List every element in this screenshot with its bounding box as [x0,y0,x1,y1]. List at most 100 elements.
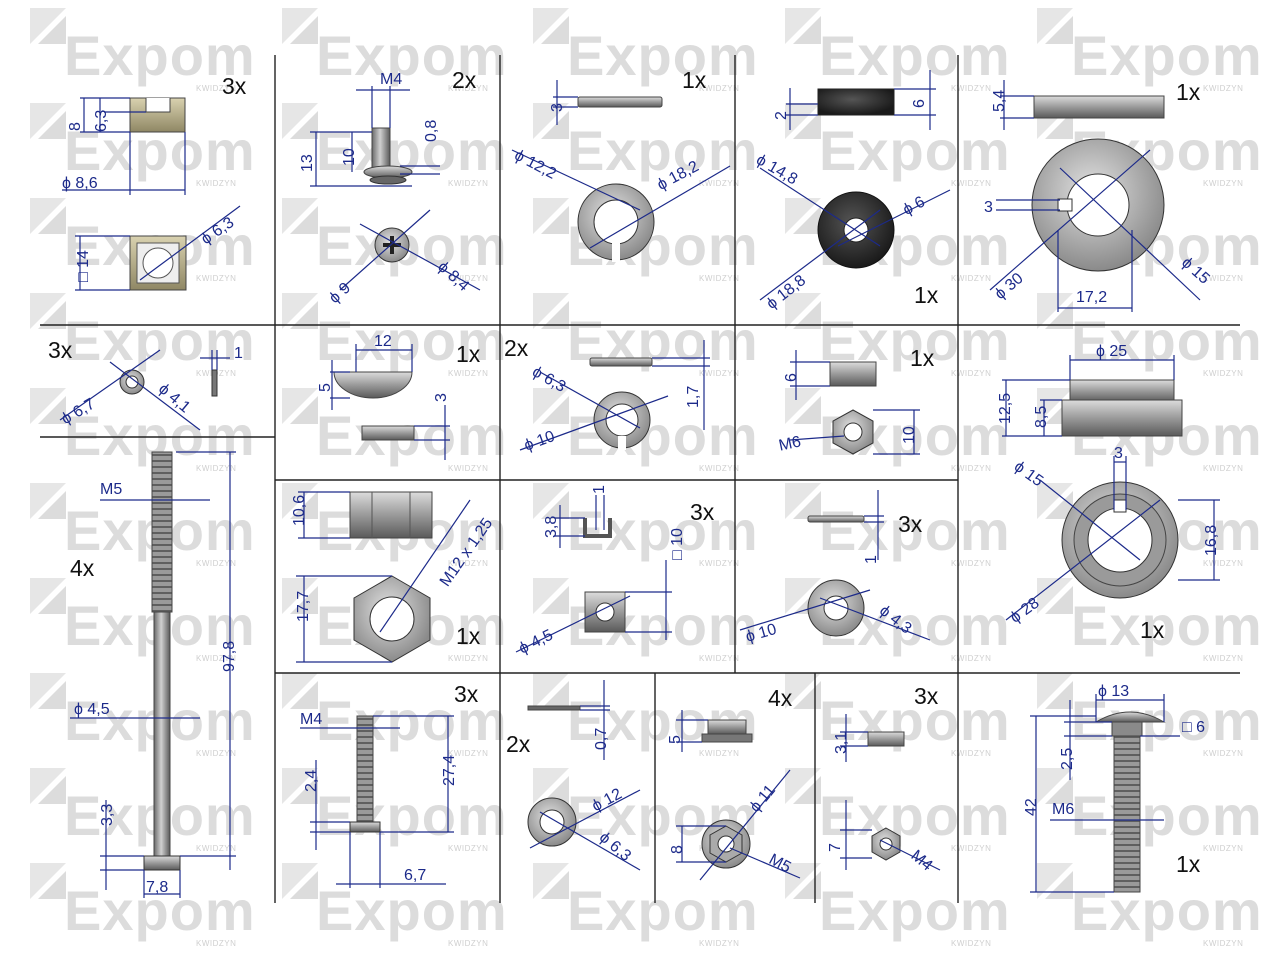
dim-height: 5 [317,383,334,392]
grid-lines [40,55,1240,903]
dim-width: 10 [901,426,918,444]
dim-width: 17,7 [295,591,312,622]
part-shape [369,175,407,185]
part-shape [879,837,893,851]
part-shape [867,731,905,747]
dim-outer-top: ϕ 25 [1096,343,1127,360]
dim-key: 3 [1114,445,1123,462]
quantity-label: 1x [682,67,707,93]
part-shape [145,98,171,113]
part-shape [1087,507,1153,573]
dim-head: ϕ 13 [1098,683,1129,700]
dim-middle: ϕ 14,8 [753,151,800,188]
dim-thickness: 1 [591,485,608,494]
thread-label: M6 [1052,801,1074,818]
part-shape [369,596,415,642]
dim-inner: ϕ 15 [1178,254,1213,288]
part-shape [717,835,735,853]
dim-thickness: 1,7 [685,386,702,408]
part-long-bolt: 4x M5 97,8 ϕ 4,5 3,3 7,8 [70,451,238,898]
part-shape [1069,379,1175,403]
part-shape [701,733,753,743]
dimension-line [515,595,631,653]
dim-thickness: 3 [549,103,566,112]
dim-outer: ϕ 10 [744,621,779,646]
dimension-line [529,789,641,849]
dim-outer: ϕ 30 [992,270,1027,303]
dimension-line [339,209,431,291]
dimension-line [539,371,641,429]
dim-slot-height: 6,3 [93,110,110,132]
part-u-clip: 3x 3,8 1 □ 10 ϕ 4,5 [515,485,715,658]
dim-width: ϕ 8,6 [62,175,98,192]
part-shape [595,602,615,622]
dim-height: 3,8 [543,516,560,538]
part-small-ring: 3x 1 ϕ 6,7 ϕ 4,1 [48,337,243,431]
dimension-line [1039,479,1141,561]
part-flat-washer-4: 3x 1 ϕ 10 ϕ 4,3 [739,490,931,646]
part-shape [1113,735,1141,893]
dim-length: 13 [299,154,316,172]
dim-thickness: 5,4 [991,90,1008,112]
dim-width: 8 [669,845,686,854]
dimension-line [837,189,951,247]
dim-width: 7 [827,843,844,852]
part-shape [807,515,865,523]
quantity-label: 3x [690,499,715,525]
part-washer-dark: 1x 2 6 ϕ 14,8 ϕ 6 ϕ 18,8 [753,70,951,313]
dim-shank: 10 [341,148,358,166]
dim-washer: 0,8 [423,120,440,142]
quantity-label: 3x [48,337,73,363]
quantity-label: 2x [506,731,531,757]
dimension-line [699,769,791,881]
part-hex-nut-m6: 1x 6 M6 10 [777,345,935,455]
part-spring-washer-6: 2x ϕ 6,3 1,7 ϕ 10 [504,335,710,455]
dimension-line [539,811,641,871]
dim-height: 6 [783,373,800,382]
part-keyed-bushing: ϕ 25 12,5 8,5 3 ϕ 15 16,8 ϕ 28 1x [997,343,1220,643]
dim-outer: ϕ 28 [1007,595,1042,627]
quantity-label: 2x [452,67,477,93]
part-shape [1111,721,1143,737]
dimension-line [819,597,931,641]
part-shape [612,240,620,262]
part-shape [1033,95,1165,119]
dim-shank: ϕ 4,5 [74,701,110,718]
quantity-label: 1x [1140,617,1165,643]
part-shape [589,357,653,367]
part-shape [151,451,173,613]
part-shape [142,247,174,279]
part-shape [817,88,895,116]
dim-width: 16,8 [1203,525,1220,556]
dim-length: 27,4 [441,755,458,786]
part-shape [829,361,877,387]
dimension-line [759,209,881,301]
dim-height: 3,1 [833,732,850,754]
part-shape [153,611,171,857]
dim-thickness-1: 2 [773,111,790,120]
dim-thickness: 3 [433,393,450,402]
dim-washer-diameter: ϕ 8,4 [434,258,472,295]
dimension-line [729,847,801,879]
dim-outer: ϕ 18,2 [654,158,701,194]
dim-inner: ϕ 6,3 [529,363,568,396]
dim-square: □ 6 [1182,719,1205,736]
part-half-disc: 1x 12 5 3 [317,333,481,460]
dimension-line [139,205,241,281]
quantity-label: 1x [456,623,481,649]
quantity-label: 1x [1176,79,1201,105]
part-shape [371,127,391,169]
thread-label: M4 [380,71,402,88]
part-shape [333,371,413,399]
dimension-line [1059,167,1201,301]
dim-head: ϕ 9 [326,279,354,307]
dim-height: 5 [667,735,684,744]
quantity-label: 3x [914,683,939,709]
part-shape [823,595,849,621]
dim-inner: ϕ 12,2 [512,147,559,183]
dim-inner: ϕ 6,3 [596,829,634,865]
dim-width: 17,2 [1076,289,1107,306]
quantity-label: 4x [768,685,793,711]
quantity-label: 1x [1176,851,1201,877]
dim-width: 12 [374,333,392,350]
